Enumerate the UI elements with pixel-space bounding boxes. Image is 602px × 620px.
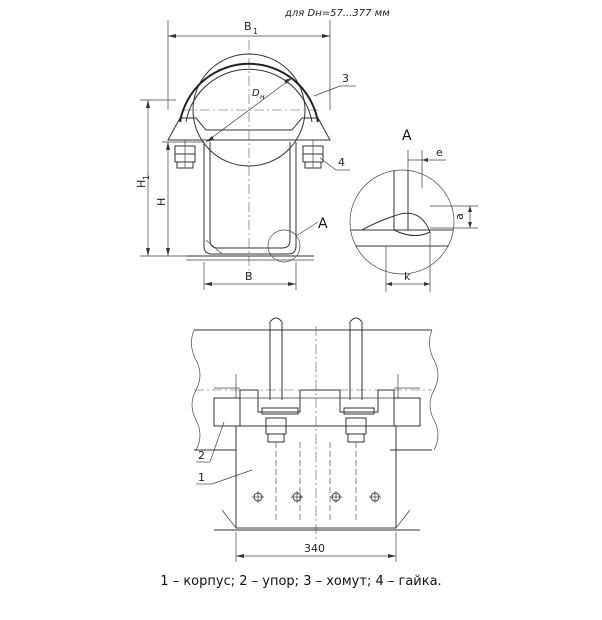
nut-left [265,417,287,427]
body-box-outer [203,142,297,255]
dimension-b-label: B [245,270,253,283]
u-bolt-leg-left [269,317,283,400]
support-saddle [167,117,331,141]
callout-2-stop: 2 [198,449,205,462]
front-view: B 1 D н 3 4 [135,20,356,290]
callout-4-nut: 4 [338,156,345,169]
dimension-dn-label: D [252,88,260,99]
bottom-view: 2 1 340 [191,317,439,562]
u-bolt-leg-right [349,317,363,400]
dimension-340-label: 340 [304,542,325,555]
stop-plate-right [393,397,421,427]
dimension-h1-sub: 1 [142,175,151,180]
dimension-dn-line [205,77,293,143]
callout-3-clamp: 3 [342,72,349,85]
dimension-h1-label: H [135,180,148,188]
stop-plate-left [213,397,241,427]
dimension-a-label: a [453,213,466,220]
callout-1-body: 1 [198,471,205,484]
detail-a-title: A [402,128,412,144]
pipe-circle [192,53,306,167]
dimension-dn-sub: н [260,93,265,101]
saddle-rail [239,389,395,413]
dimension-b1-sub: 1 [253,27,258,36]
dimension-k-label: k [404,270,411,283]
detail-a-ref: A [318,216,328,232]
dimension-b1-label: B [244,20,252,33]
legend-caption: 1 – корпус; 2 – упор; 3 – хомут; 4 – гай… [160,574,442,589]
u-bolt-clamp [179,62,319,123]
detail-a-view: A e a k [349,128,478,292]
header-note: для Dн=57...377 мм [284,8,390,19]
dimension-h-label: H [155,198,168,206]
dimension-e-label: e [436,146,443,159]
nut-right [345,417,367,427]
detail-a-circle [267,229,301,263]
